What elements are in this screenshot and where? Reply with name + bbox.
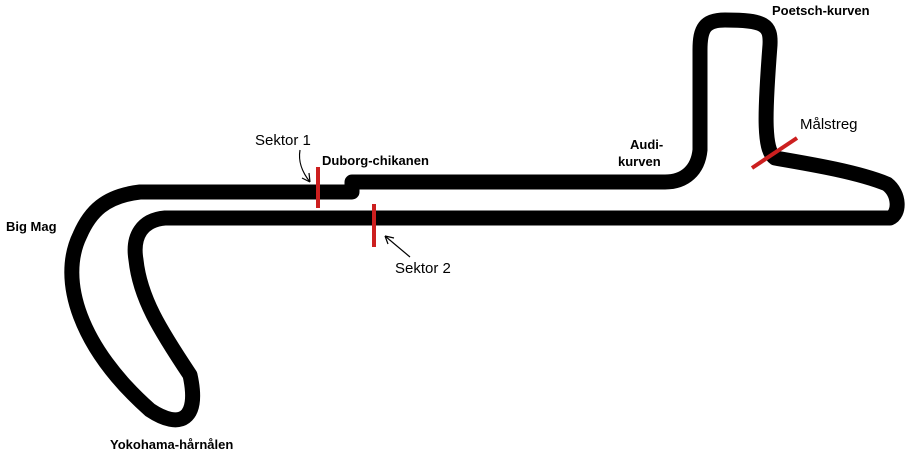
label-audi-kurven-line1: Audi- [630, 137, 664, 152]
sektor-1-arrow [298, 149, 311, 183]
label-sektor-1: Sektor 1 [255, 132, 311, 149]
label-audi-kurven-line2: kurven [618, 154, 661, 169]
label-big-mag: Big Mag [6, 219, 57, 234]
sektor-2-arrow [384, 235, 411, 258]
label-yokohama-harnalen: Yokohama-hårnålen [110, 437, 234, 452]
label-malstreg: Målstreg [800, 116, 858, 133]
label-sektor-2: Sektor 2 [395, 260, 451, 277]
track-outline [64, 12, 905, 428]
finish-line-marker [750, 136, 799, 170]
label-duborg-chikanen: Duborg-chikanen [322, 153, 429, 168]
label-poetsch-kurven: Poetsch-kurven [772, 3, 870, 18]
